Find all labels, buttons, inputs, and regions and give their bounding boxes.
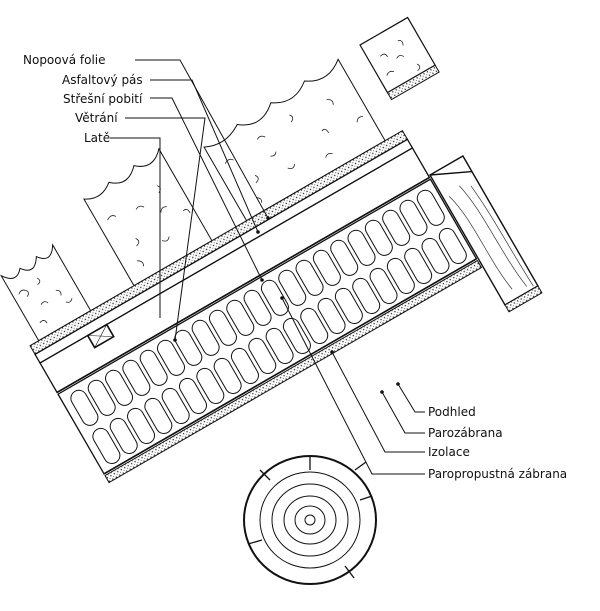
- leader-parozabrana: [381, 391, 425, 434]
- label-late: Latě: [84, 131, 110, 145]
- insulation-rolls: [70, 189, 467, 464]
- leader-izolace: [331, 351, 425, 453]
- log-cross-section: [243, 455, 377, 585]
- label-paropropustna-zabrana: Paropropustná zábrana: [428, 467, 567, 481]
- leader-paropropustna: [281, 297, 425, 475]
- label-asfaltovy-pas: Asfaltový pás: [62, 73, 143, 87]
- green-roof-substrate: [0, 58, 386, 342]
- label-izolace: Izolace: [428, 445, 470, 459]
- rafter-detail: [359, 16, 543, 313]
- label-nopoova-folie: Nopoová folie: [23, 53, 106, 67]
- leader-podhled: [397, 383, 425, 413]
- leader-lines-bottom: [281, 297, 425, 475]
- leader-nopoova: [135, 59, 269, 219]
- roof-layers: [0, 58, 483, 484]
- label-parozabrana: Parozábrana: [428, 426, 503, 440]
- label-podhled: Podhled: [428, 405, 476, 419]
- vapour-barrier: [103, 258, 477, 475]
- ceiling-board: [104, 259, 483, 484]
- label-stresni-pobiti: Střešní pobití: [63, 92, 143, 106]
- leader-vetrani: [125, 117, 206, 341]
- label-vetrani: Větrání: [75, 111, 118, 125]
- leader-asfalt: [150, 79, 259, 233]
- leader-lines-top: [110, 59, 269, 341]
- leader-late: [110, 137, 161, 318]
- leader-stresni: [150, 97, 263, 281]
